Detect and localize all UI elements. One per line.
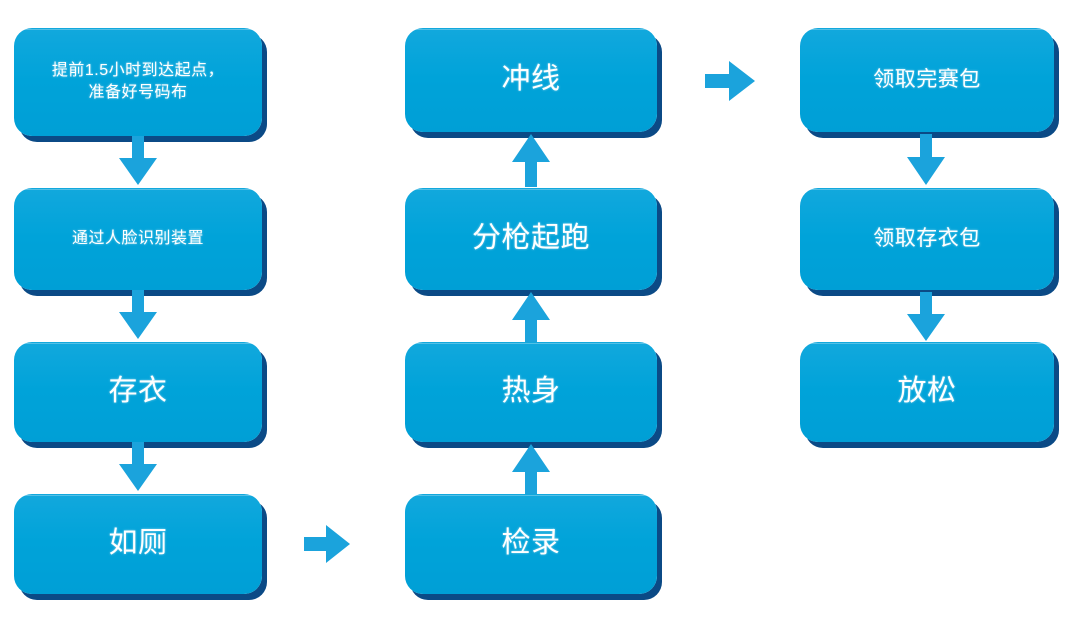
arrow-gun-start-to-finish bbox=[509, 134, 553, 188]
node-arrive-label: 提前1.5小时到达起点， 准备好号码布 bbox=[51, 62, 225, 101]
node-face-scan-label: 通过人脸识别装置 bbox=[71, 230, 204, 248]
node-claim-bag-label: 领取存衣包 bbox=[873, 226, 981, 250]
node-finish-label: 冲线 bbox=[501, 63, 561, 96]
node-check-in[interactable]: 检录 bbox=[405, 494, 657, 594]
arrow-check-in-to-warmup bbox=[509, 444, 553, 496]
node-finisher-pack[interactable]: 领取完赛包 bbox=[800, 28, 1054, 132]
arrow-warmup-to-gun-start bbox=[509, 292, 553, 344]
node-finisher-pack-label: 领取完赛包 bbox=[873, 67, 981, 91]
node-warmup[interactable]: 热身 bbox=[405, 342, 657, 442]
node-claim-bag[interactable]: 领取存衣包 bbox=[800, 188, 1054, 290]
arrow-arrive-to-face-scan bbox=[116, 136, 160, 186]
node-arrive[interactable]: 提前1.5小时到达起点， 准备好号码布 bbox=[14, 28, 262, 136]
node-gun-start[interactable]: 分枪起跑 bbox=[405, 188, 657, 290]
node-restroom-label: 如厕 bbox=[108, 527, 168, 560]
arrow-finish-to-finisher-pack bbox=[705, 58, 757, 104]
node-cooldown[interactable]: 放松 bbox=[800, 342, 1054, 442]
arrow-claim-bag-to-cooldown bbox=[904, 292, 948, 342]
node-bag-drop-label: 存衣 bbox=[108, 375, 168, 408]
node-finish[interactable]: 冲线 bbox=[405, 28, 657, 132]
arrow-bag-drop-to-restroom bbox=[116, 442, 160, 492]
arrow-restroom-to-check-in bbox=[304, 522, 352, 566]
node-gun-start-label: 分枪起跑 bbox=[471, 222, 590, 255]
node-check-in-label: 检录 bbox=[501, 527, 561, 560]
node-restroom[interactable]: 如厕 bbox=[14, 494, 262, 594]
node-warmup-label: 热身 bbox=[501, 375, 561, 408]
node-bag-drop[interactable]: 存衣 bbox=[14, 342, 262, 442]
node-cooldown-label: 放松 bbox=[897, 375, 957, 408]
node-face-scan[interactable]: 通过人脸识别装置 bbox=[14, 188, 262, 290]
arrow-finisher-pack-to-claim-bag bbox=[904, 134, 948, 186]
arrow-face-scan-to-bag-drop bbox=[116, 290, 160, 340]
